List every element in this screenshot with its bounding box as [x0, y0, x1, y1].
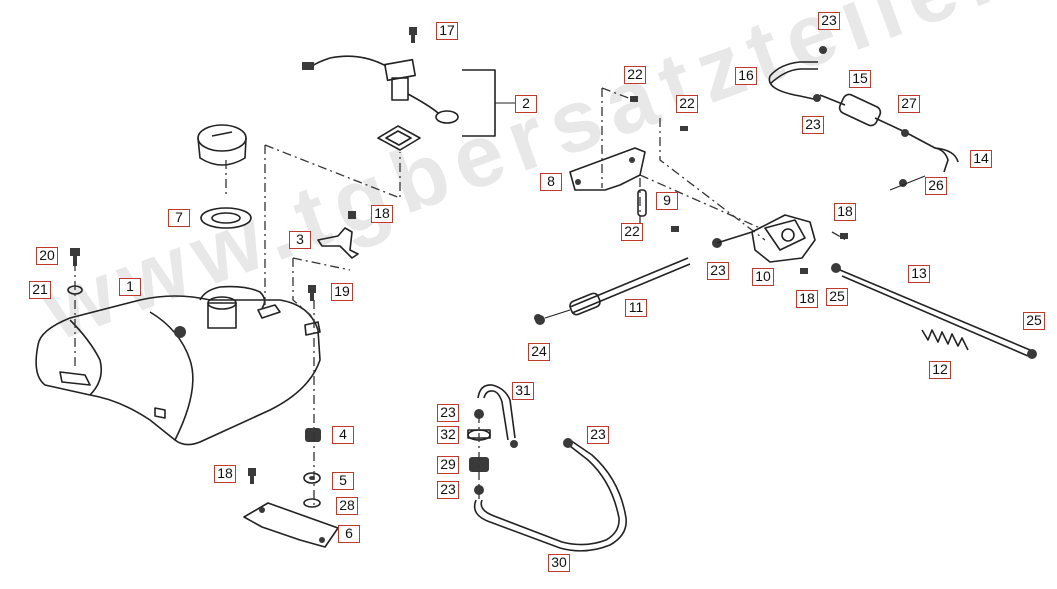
bracket-8 [569, 147, 646, 191]
clamp-27 [901, 129, 909, 137]
callout-31[interactable]: 31 [512, 382, 534, 400]
clamp-26 [889, 175, 926, 191]
bracket-3 [317, 227, 359, 259]
leader-line [831, 231, 847, 241]
callout-28[interactable]: 28 [336, 497, 358, 515]
callout-23-pump[interactable]: 23 [707, 262, 729, 280]
callout-13[interactable]: 13 [908, 265, 930, 283]
fuel-filter-15 [819, 93, 906, 133]
fuel-tank [35, 285, 321, 446]
bolt-20 [70, 248, 80, 266]
callout-29[interactable]: 29 [437, 456, 459, 474]
callout-18-pump-top[interactable]: 18 [834, 203, 856, 221]
callout-22-a[interactable]: 22 [624, 66, 646, 84]
callout-23-hose-lower[interactable]: 23 [437, 481, 459, 499]
clamp-23-t [819, 46, 827, 54]
leader-line [601, 87, 635, 101]
callout-18-tank-top[interactable]: 18 [371, 205, 393, 223]
bolt-19 [308, 285, 316, 301]
cable-13 [831, 263, 1037, 359]
bolt-22-b [680, 126, 688, 131]
leader-line [659, 118, 766, 241]
leader-line [292, 257, 351, 271]
rubber-mount-4 [305, 428, 321, 442]
collar-5 [303, 472, 321, 484]
callout-24[interactable]: 24 [528, 343, 550, 361]
callout-3[interactable]: 3 [289, 231, 311, 249]
pin-9 [637, 189, 647, 217]
hose-14 [904, 131, 959, 173]
fuel-cap [197, 124, 247, 166]
callout-23-hose-upper[interactable]: 23 [437, 404, 459, 422]
bolt-22-a [630, 96, 638, 102]
hose-31 [477, 384, 518, 448]
callout-12[interactable]: 12 [929, 361, 951, 379]
callout-26[interactable]: 26 [925, 177, 947, 195]
mount-plate-6 [243, 502, 339, 548]
callout-23-hose-right[interactable]: 23 [587, 426, 609, 444]
bolt-22-c [671, 226, 679, 232]
callout-20[interactable]: 20 [36, 247, 58, 265]
leader-line [264, 144, 401, 199]
callout-15[interactable]: 15 [849, 70, 871, 88]
callout-22-b[interactable]: 22 [676, 95, 698, 113]
callout-23-top[interactable]: 23 [818, 12, 840, 30]
filter-29 [469, 457, 489, 472]
cable-11 [535, 257, 691, 325]
callout-23-filter[interactable]: 23 [802, 116, 824, 134]
clamp-24 [534, 314, 542, 322]
callout-6[interactable]: 6 [338, 525, 360, 543]
callout-19[interactable]: 19 [331, 283, 353, 301]
bolt-18-lower [248, 468, 256, 484]
bolt-17 [409, 27, 417, 43]
callout-21[interactable]: 21 [29, 281, 51, 299]
clamp-23-m [813, 94, 821, 102]
callout-25-b[interactable]: 25 [1023, 312, 1045, 330]
callout-2[interactable]: 2 [515, 95, 537, 113]
callout-1[interactable]: 1 [119, 278, 141, 296]
callout-10[interactable]: 10 [752, 268, 774, 286]
callout-27[interactable]: 27 [898, 95, 920, 113]
spring-12 [921, 329, 969, 351]
callout-32[interactable]: 32 [437, 426, 459, 444]
callout-7[interactable]: 7 [168, 209, 190, 227]
hose-16 [768, 61, 819, 101]
fuel-pump-10 [751, 214, 848, 274]
bolt-18-upper [348, 211, 356, 219]
leader-line [639, 174, 761, 229]
callout-5[interactable]: 5 [332, 472, 354, 490]
callout-17[interactable]: 17 [436, 22, 458, 40]
callout-18-tank-bottom[interactable]: 18 [214, 465, 236, 483]
callout-25-a[interactable]: 25 [826, 288, 848, 306]
callout-11[interactable]: 11 [625, 299, 647, 317]
leader-line [292, 258, 315, 319]
callout-18-pump-bottom[interactable]: 18 [796, 290, 818, 308]
hose-link [716, 231, 753, 244]
washer-28 [303, 498, 321, 508]
callout-16[interactable]: 16 [735, 67, 757, 85]
cap-seal-ring [200, 207, 252, 229]
clamp-25-a [832, 264, 840, 272]
fuel-sender-unit [302, 55, 515, 151]
callout-30[interactable]: 30 [548, 554, 570, 572]
callout-22-c[interactable]: 22 [621, 223, 643, 241]
callout-9[interactable]: 9 [656, 192, 678, 210]
callout-4[interactable]: 4 [332, 426, 354, 444]
callout-8[interactable]: 8 [540, 173, 562, 191]
callout-14[interactable]: 14 [970, 150, 992, 168]
hose-30 [473, 438, 627, 552]
